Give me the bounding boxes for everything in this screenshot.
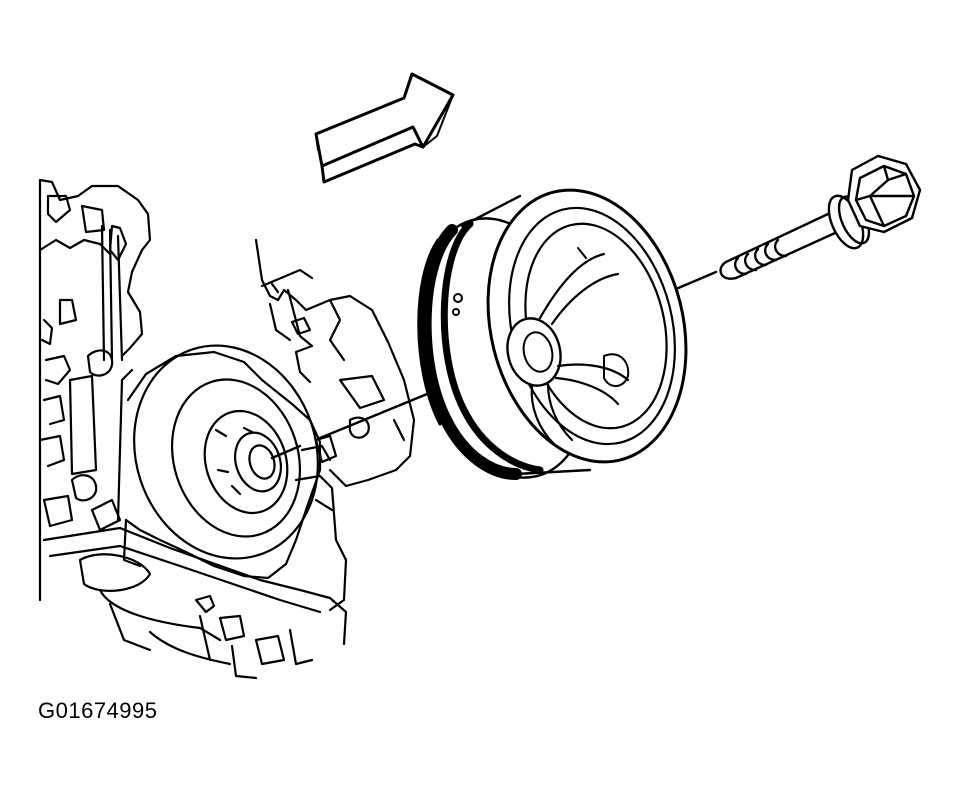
figure-id-label: G01674995 [38,698,158,723]
direction-arrow-icon [314,72,455,184]
crankshaft-seal-housing [133,344,319,560]
balancer-bolt [719,154,922,280]
engine-block [38,178,416,680]
crankshaft-balancer [417,188,688,480]
